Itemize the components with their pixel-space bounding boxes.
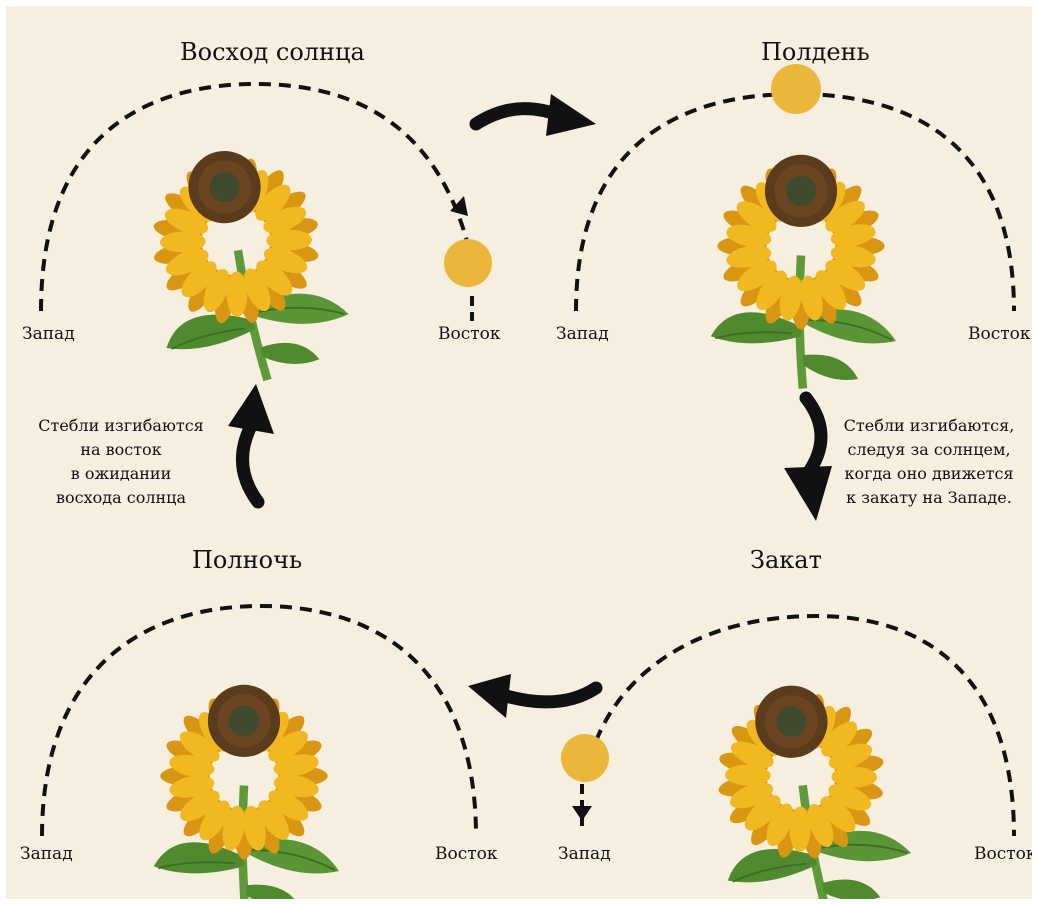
sunflower-cycle-diagram: Восход солнца Полдень Полночь Закат Запа…	[6, 6, 1032, 899]
east-label: Восток	[435, 844, 498, 864]
sunflower-icon	[711, 155, 896, 389]
note-line: Стебли изгибаются,	[843, 416, 1015, 435]
note-line: к закату на Западе.	[846, 488, 1012, 507]
direction-marker-icon	[572, 806, 592, 821]
sun-circle-icon	[771, 64, 821, 114]
note-line: восхода солнца	[56, 488, 186, 507]
sunflower-icon	[154, 685, 339, 899]
sun-path-arc	[40, 603, 478, 837]
east-label: Восток	[438, 324, 501, 344]
sunflower-icon	[696, 670, 919, 899]
note-line: на восток	[80, 440, 162, 459]
sun-path-arc	[574, 91, 1016, 312]
note-west-following: Стебли изгибаются, следуя за солнцем, ко…	[834, 414, 1024, 510]
panel-title-sunset: Закат	[750, 546, 822, 574]
sunflower-icon	[129, 132, 359, 399]
sun-circle-icon	[444, 239, 492, 287]
curved-arrow-icon	[228, 384, 274, 509]
panel-title-sunrise: Восход солнца	[180, 38, 365, 66]
west-label: Запад	[556, 324, 609, 344]
sun-path-arc	[39, 81, 476, 312]
west-label: Запад	[558, 844, 611, 864]
note-line: в ожидании	[70, 464, 172, 483]
east-label: Восток	[968, 324, 1031, 344]
panel-sunset	[561, 613, 1016, 899]
note-line: Стебли изгибаются	[38, 416, 204, 435]
sun-path-arc	[594, 613, 1016, 837]
direction-marker-icon	[450, 196, 468, 216]
curved-arrow-icon	[468, 674, 603, 718]
panel-noon	[574, 64, 1016, 389]
west-label: Запад	[20, 844, 73, 864]
diagram-graphics	[39, 64, 1016, 899]
panel-title-noon: Полдень	[761, 38, 870, 66]
panel-midnight	[40, 603, 478, 899]
note-line: следуя за солнцем,	[847, 440, 1011, 459]
sun-circle-icon	[561, 734, 609, 782]
curved-arrow-icon	[784, 391, 832, 521]
west-label: Запад	[22, 324, 75, 344]
note-line: когда оно движется	[844, 464, 1014, 483]
curved-arrow-icon	[469, 94, 596, 136]
panel-title-midnight: Полночь	[192, 546, 303, 574]
panel-sunrise	[39, 81, 492, 399]
note-east-bending: Стебли изгибаются на восток в ожидании в…	[26, 414, 216, 510]
east-label: Восток	[974, 844, 1032, 864]
